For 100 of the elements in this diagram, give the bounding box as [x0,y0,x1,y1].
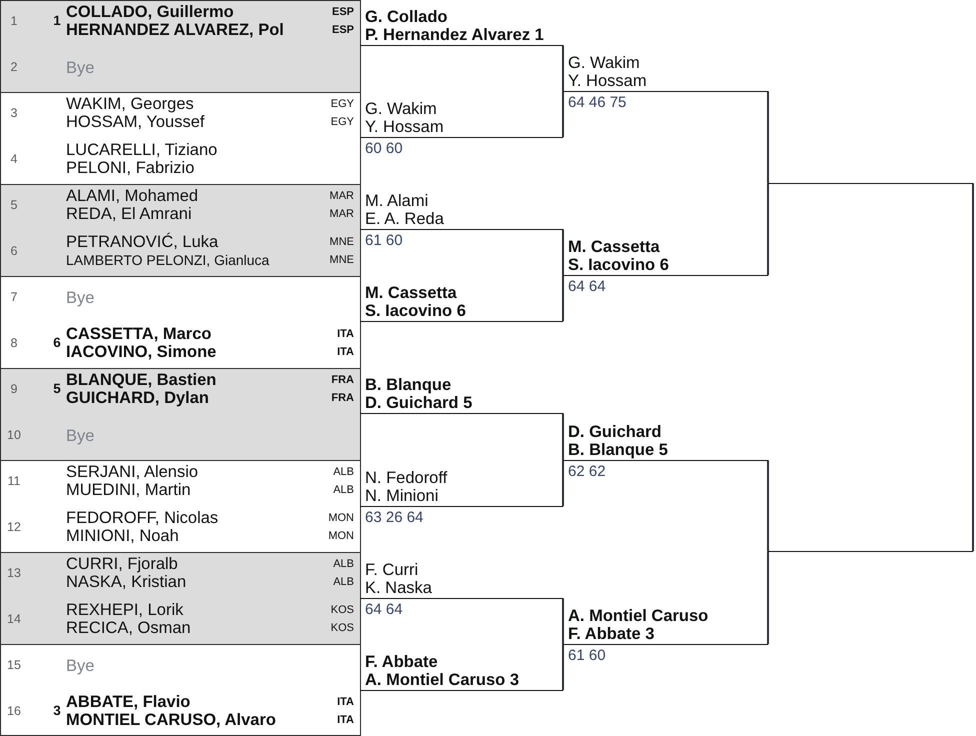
player-name: F. Abbate [365,653,438,671]
player-name: BLANQUE, Bastien [66,371,216,389]
country-code: ITA [337,695,354,710]
country-code: KOS [330,621,354,636]
seed-number: 1 [53,13,61,29]
country-code: MNE [330,253,354,268]
match-score: 61 60 [568,647,606,665]
player-name: FEDOROFF, Nicolas [66,509,218,527]
player-name: PELONI, Fabrizio [66,159,194,177]
draw-number: 15 [7,658,21,672]
draw-number: 7 [10,290,18,304]
country-code: MON [328,511,354,526]
player-name: D. Guichard [568,423,662,441]
country-code: ALB [333,575,354,590]
player-name: SERJANI, Alensio [66,463,198,481]
bracket-connector [767,460,769,552]
bracket-connector [562,598,564,644]
country-code: KOS [330,603,354,618]
player-name: MUEDINI, Martin [66,481,191,499]
player-name: N. Fedoroff [365,469,448,487]
seed-number: 3 [53,703,61,719]
draw-number: 16 [7,704,21,718]
player-name: COLLADO, Guillermo [66,3,234,21]
country-code: ITA [337,713,354,728]
country-code: ALB [333,557,354,572]
draw-number: 6 [10,244,18,258]
country-code: FRA [331,373,354,388]
country-code: FRA [331,391,354,406]
match-score: 61 60 [365,232,403,250]
draw-number: 13 [7,566,21,580]
player-name: G. Collado [365,8,448,26]
bye-label: Bye [66,289,94,307]
match-score: 64 64 [568,278,606,296]
country-code: EGY [330,97,354,112]
country-code: MAR [330,207,354,222]
player-name: REDA, El Amrani [66,205,192,223]
player-name: K. Naska [365,579,432,597]
country-code: ITA [337,345,354,360]
player-name: ALAMI, Mohamed [66,187,198,205]
player-name: F. Abbate 3 [568,625,654,643]
player-name: M. Cassetta [365,284,457,302]
slot-line [768,182,973,184]
draw-number: 10 [7,428,21,442]
country-code: MON [328,529,354,544]
match-score: 64 64 [365,601,403,619]
country-code: ITA [337,327,354,342]
player-name: E. A. Reda [365,210,444,228]
draw-number: 9 [10,382,18,396]
player-name: LAMBERTO PELONZI, Gianluca [66,251,270,269]
bracket-connector [562,91,564,138]
country-code: MAR [330,189,354,204]
draw-number: 12 [7,520,21,534]
seed-number: 5 [53,381,61,397]
bracket-connector [767,183,769,276]
country-code: ALB [333,465,354,480]
bracket-connector [562,460,564,506]
player-name: F. Curri [365,561,418,579]
draw-number: 5 [10,198,18,212]
player-name: MONTIEL CARUSO, Alvaro [66,711,276,729]
draw-number: 8 [10,336,18,350]
match-score: 62 62 [568,463,606,481]
player-name: ABBATE, Flavio [66,693,190,711]
player-name: M. Alami [365,192,428,210]
draw-number: 2 [10,60,18,74]
player-name: LUCARELLI, Tiziano [66,141,218,159]
player-name: Y. Hossam [568,72,647,90]
bracket-connector [767,91,769,184]
match-score: 63 26 64 [365,509,424,527]
slot-line [768,550,973,552]
player-name: B. Blanque [365,376,452,394]
player-name: HERNANDEZ ALVAREZ, Pol [66,21,284,39]
player-name: PETRANOVIĆ, Luka [66,233,218,251]
player-name: B. Blanque 5 [568,441,668,459]
player-name: CURRI, Fjoralb [66,555,178,573]
draw-number: 14 [7,612,21,626]
player-name: M. Cassetta [568,238,660,256]
bracket-connector [767,551,769,644]
player-name: NASKA, Kristian [66,573,186,591]
bracket-connector [972,368,974,552]
player-name: A. Montiel Caruso 3 [365,671,520,689]
player-name: D. Guichard 5 [365,394,472,412]
player-name: HOSSAM, Youssef [66,113,204,131]
player-name: S. Iacovino 6 [568,256,669,274]
bye-label: Bye [66,427,94,445]
bracket-connector [562,644,564,690]
draw-number: 3 [10,106,18,120]
player-name: MINIONI, Noah [66,527,179,545]
player-name: IACOVINO, Simone [66,343,216,361]
bracket-connector [562,45,564,92]
draw-number: 1 [10,14,18,28]
player-name: G. Wakim [365,100,437,118]
bye-label: Bye [66,657,94,675]
player-name: REXHEPI, Lorik [66,601,184,619]
country-code: EGY [330,115,354,130]
bracket-connector [562,229,564,276]
player-name: G. Wakim [568,54,640,72]
country-code: ALB [333,483,354,498]
player-name: Y. Hossam [365,118,444,136]
bracket-connector [562,275,564,322]
draw-number: 11 [8,474,20,488]
